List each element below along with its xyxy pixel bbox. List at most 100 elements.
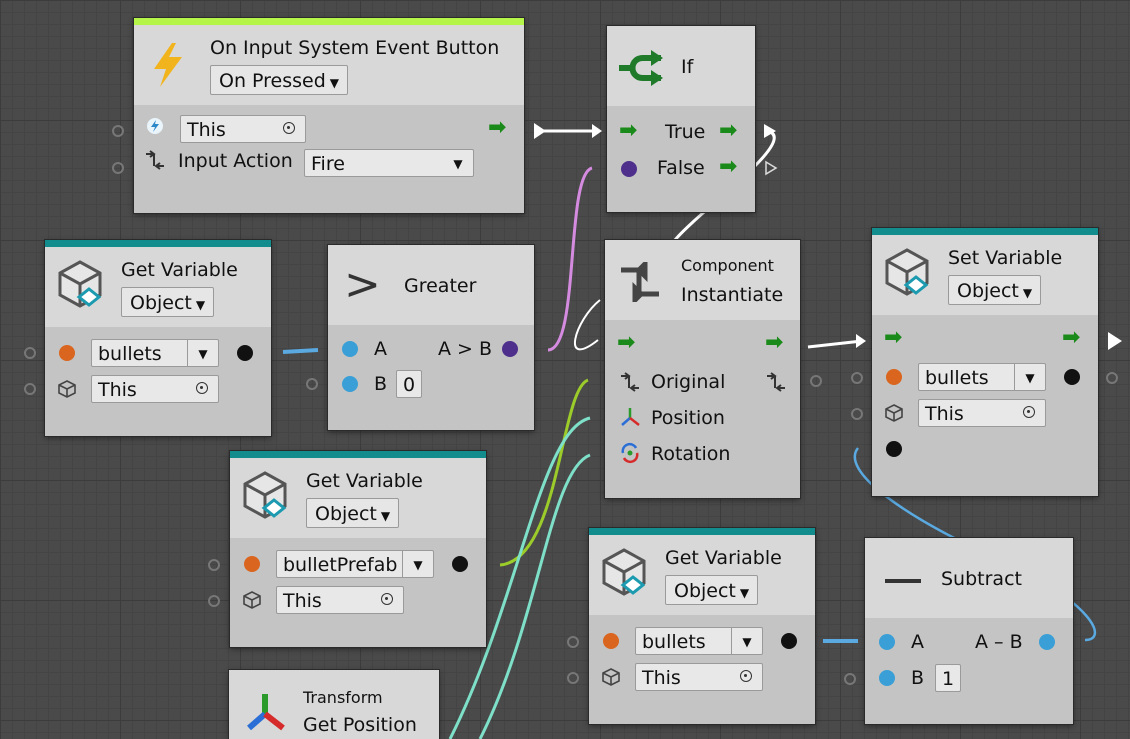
port-ring[interactable] [306, 378, 318, 390]
target-value: This [283, 590, 322, 612]
variable-cube-icon [885, 248, 929, 296]
value-out-port[interactable] [452, 556, 468, 572]
object-port[interactable] [244, 556, 260, 572]
target-value: This [642, 667, 681, 689]
flow-out-arrow-icon[interactable]: ➡ [488, 115, 507, 140]
target-field[interactable]: This [635, 663, 763, 691]
object-port[interactable] [886, 369, 902, 385]
bool-out-port[interactable] [502, 341, 518, 357]
port-ring[interactable] [567, 636, 579, 648]
port-ring[interactable] [208, 559, 220, 571]
input-a-port[interactable] [879, 634, 895, 650]
flow-out-arrow-icon[interactable]: ➡ [1062, 325, 1081, 350]
branch-icon [619, 50, 663, 86]
node-header: Component Instantiate [605, 240, 800, 320]
variable-name-value: bullets [925, 367, 989, 389]
if-node[interactable]: If ➡ True ➡ False ➡ [607, 26, 755, 212]
port-ring[interactable] [112, 162, 124, 174]
target-field[interactable]: This [918, 399, 1046, 427]
flow-in-arrow-icon[interactable]: ➡ [619, 118, 638, 143]
target-field[interactable]: This [180, 115, 306, 143]
variable-name-value: bullets [98, 343, 162, 365]
mode-dropdown[interactable]: On Pressed▼ [210, 65, 349, 95]
port-ring[interactable] [1106, 372, 1118, 384]
instance-out-icon[interactable] [765, 372, 787, 392]
port-ring[interactable] [851, 372, 863, 384]
kind-dropdown[interactable]: Object▼ [665, 575, 759, 605]
port-ring[interactable] [844, 673, 856, 685]
port-ring[interactable] [112, 125, 124, 137]
bool-wire-greater-to-if [547, 166, 593, 352]
component-icon [621, 262, 659, 302]
b-value-field[interactable]: 0 [396, 370, 422, 398]
variable-cube-icon [602, 548, 646, 596]
condition-port[interactable] [621, 161, 637, 177]
value-out-port[interactable] [781, 633, 797, 649]
port-ring[interactable] [24, 347, 36, 359]
object-port[interactable] [603, 633, 619, 649]
kind-dropdown[interactable]: Object▼ [948, 275, 1042, 305]
original-label: Original [651, 371, 726, 393]
kind-dropdown[interactable]: Object▼ [306, 498, 400, 528]
port-ring[interactable] [208, 595, 220, 607]
input-event-node[interactable]: On Input System Event Button On Pressed▼… [134, 18, 524, 213]
b-value-field[interactable]: 1 [935, 664, 961, 692]
chevron-down-icon: ▼ [1022, 286, 1033, 300]
input-action-label: Input Action [178, 150, 293, 172]
node-header: Transform Get Position [229, 670, 439, 739]
node-body: ➡ ➡ Original Position Rotation [605, 320, 800, 498]
lightning-icon [154, 43, 182, 87]
variable-name-dropdown[interactable]: bullets▼ [918, 363, 1046, 391]
object-picker-icon[interactable] [1023, 406, 1035, 418]
flow-out-arrow-icon[interactable]: ➡ [765, 330, 784, 355]
true-label: True [665, 121, 706, 143]
get-variable-bullets-node[interactable]: Get Variable Object▼ bullets▼ This [45, 240, 271, 436]
input-a-port[interactable] [342, 341, 358, 357]
input-b-port[interactable] [879, 670, 895, 686]
input-action-dropdown[interactable]: Fire▼ [304, 149, 474, 177]
flow-false-arrow-icon[interactable]: ➡ [719, 154, 738, 179]
flow-in-arrow-icon[interactable]: ➡ [884, 325, 903, 350]
port-ring[interactable] [24, 383, 36, 395]
target-field[interactable]: This [276, 586, 404, 614]
event-bar [134, 18, 524, 25]
chevron-down-icon: ▼ [739, 586, 750, 600]
kind-dropdown[interactable]: Object▼ [121, 287, 215, 317]
value-out-port[interactable] [237, 345, 253, 361]
get-variable-bulletprefab-node[interactable]: Get Variable Object▼ bulletPrefab▼ This [230, 451, 486, 647]
node-header: Set Variable Object▼ [872, 235, 1098, 315]
get-variable-bullets-2-node[interactable]: Get Variable Object▼ bullets▼ This [589, 528, 815, 724]
port-ring[interactable] [567, 672, 579, 684]
node-title: Greater [404, 275, 477, 297]
chevron-down-icon: ▼ [380, 509, 391, 523]
port-ring[interactable] [851, 408, 863, 420]
flow-arrow-set-out [1108, 332, 1122, 350]
greater-node[interactable]: > Greater A A > B B 0 [328, 245, 534, 430]
object-port[interactable] [59, 345, 75, 361]
object-picker-icon[interactable] [381, 593, 393, 605]
variable-name-dropdown[interactable]: bulletPrefab▼ [276, 550, 434, 578]
variable-name-dropdown[interactable]: bullets▼ [635, 627, 763, 655]
object-picker-icon[interactable] [740, 670, 752, 682]
target-field[interactable]: This [91, 375, 219, 403]
flow-wire-out-to-instantiate [573, 299, 601, 351]
port-ring[interactable] [810, 375, 822, 387]
subtract-node[interactable]: Subtract A A – B B 1 [865, 538, 1073, 724]
float-out-port[interactable] [1039, 634, 1055, 650]
node-body: ➡ True ➡ False ➡ [607, 106, 755, 212]
object-picker-icon[interactable] [196, 382, 208, 394]
flow-in-arrow-icon[interactable]: ➡ [617, 330, 636, 355]
flow-true-arrow-icon[interactable]: ➡ [719, 118, 738, 143]
get-position-node[interactable]: Transform Get Position [229, 670, 439, 739]
variable-name-dropdown[interactable]: bullets▼ [91, 339, 219, 367]
value-in-port[interactable] [886, 441, 902, 457]
gameobject-icon [885, 404, 903, 422]
instantiate-node[interactable]: Component Instantiate ➡ ➡ Original Posit… [605, 240, 800, 498]
gameobject-icon [602, 668, 620, 686]
set-variable-node[interactable]: Set Variable Object▼ ➡ ➡ bullets▼ This [872, 228, 1098, 496]
vec-wire-rotation [478, 453, 591, 739]
object-picker-icon[interactable] [283, 122, 295, 134]
event-target-icon [147, 118, 163, 134]
input-b-port[interactable] [342, 376, 358, 392]
value-out-port[interactable] [1064, 369, 1080, 385]
